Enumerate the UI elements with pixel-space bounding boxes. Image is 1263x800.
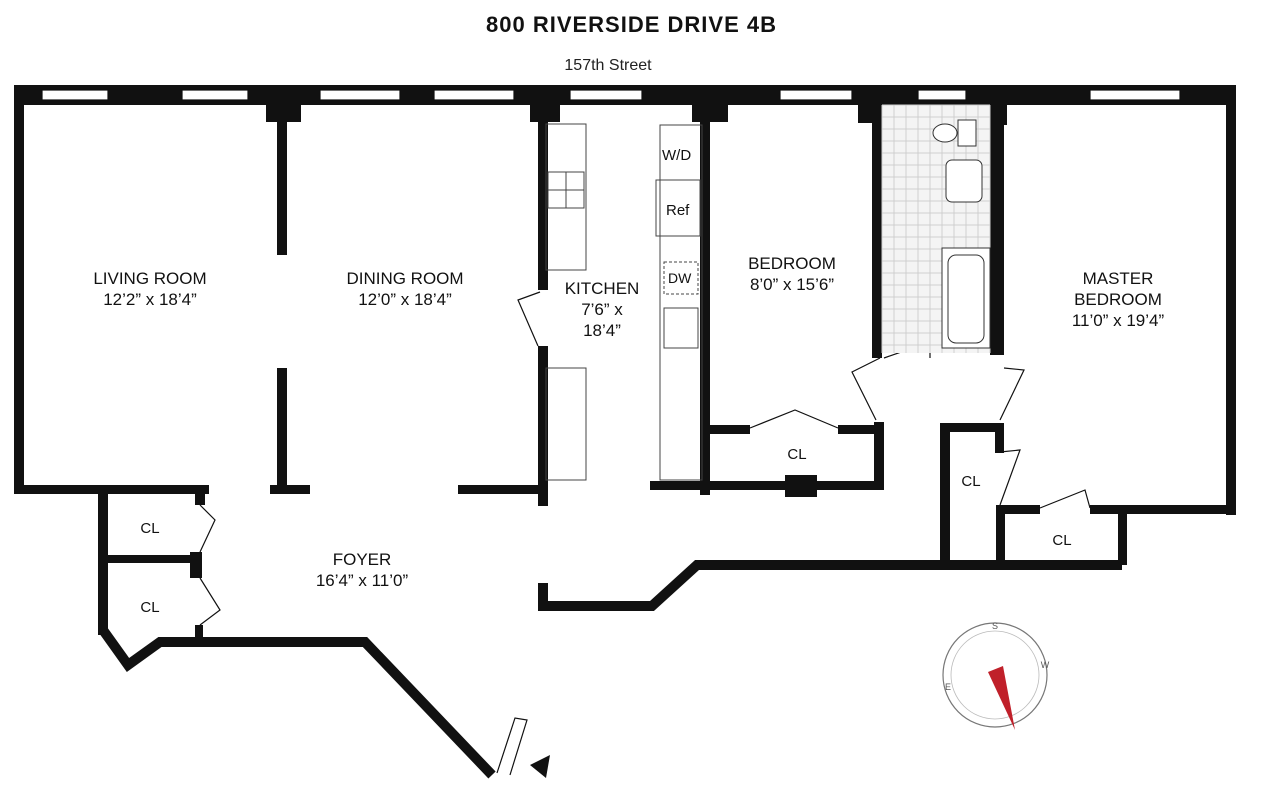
master-bedroom-label: MASTER BEDROOM 11’0” x 19’4” bbox=[1072, 268, 1164, 331]
street-label: 157th Street bbox=[564, 57, 652, 74]
washer-dryer-label: W/D bbox=[662, 147, 692, 164]
windows bbox=[41, 89, 1181, 101]
dining-room-label: DINING ROOM 12’0” x 18’4” bbox=[346, 268, 463, 310]
compass-icon: S W E bbox=[942, 621, 1050, 730]
east-wall bbox=[1226, 85, 1236, 515]
entry-arrow-icon bbox=[530, 755, 550, 778]
compass-s: S bbox=[992, 621, 998, 631]
foyer-size: 16’4” x 11’0” bbox=[315, 571, 409, 590]
bedroom-label: BEDROOM 8’0” x 15’6” bbox=[748, 253, 836, 295]
dishwasher-label: DW bbox=[668, 270, 692, 286]
kitchen-counters bbox=[545, 123, 703, 481]
closet-label: CL bbox=[1052, 532, 1072, 549]
living-room-label: LIVING ROOM 12’2” x 18’4” bbox=[93, 268, 206, 310]
foyer-label: FOYER 16’4” x 11’0” bbox=[316, 549, 408, 591]
kitchen-size-1: 7’6” x bbox=[581, 300, 623, 319]
living-room-size: 12’2” x 18’4” bbox=[103, 290, 197, 309]
living-room-name: LIVING ROOM bbox=[93, 269, 207, 288]
refrigerator-label: Ref bbox=[666, 202, 690, 219]
bedroom-name: BEDROOM bbox=[748, 254, 836, 273]
closet-label: CL bbox=[140, 599, 160, 616]
doors bbox=[199, 291, 1091, 776]
dining-room-name: DINING ROOM bbox=[346, 269, 464, 288]
kitchen-size-2: 18’4” bbox=[583, 321, 621, 340]
kitchen-name: KITCHEN bbox=[564, 279, 640, 298]
foyer-name: FOYER bbox=[332, 550, 392, 569]
master-bedroom-size: 11’0” x 19’4” bbox=[1071, 311, 1165, 330]
closet-label: CL bbox=[140, 520, 160, 537]
west-wall bbox=[14, 85, 24, 493]
walls bbox=[14, 85, 1236, 640]
bedroom-size: 8’0” x 15’6” bbox=[749, 275, 835, 294]
closet-label: CL bbox=[787, 446, 807, 463]
kitchen-label: KITCHEN 7’6” x 18’4” bbox=[565, 278, 640, 341]
master-bedroom-name-2: BEDROOM bbox=[1074, 290, 1162, 309]
bathroom bbox=[881, 104, 991, 353]
compass-w: W bbox=[1041, 660, 1050, 670]
page-title: 800 RIVERSIDE DRIVE 4B bbox=[486, 12, 777, 37]
compass-e: E bbox=[945, 682, 951, 692]
closet-label: CL bbox=[961, 473, 981, 490]
dining-room-size: 12’0” x 18’4” bbox=[358, 290, 452, 309]
master-bedroom-name-1: MASTER bbox=[1082, 269, 1154, 288]
exterior-outline bbox=[98, 560, 1122, 779]
